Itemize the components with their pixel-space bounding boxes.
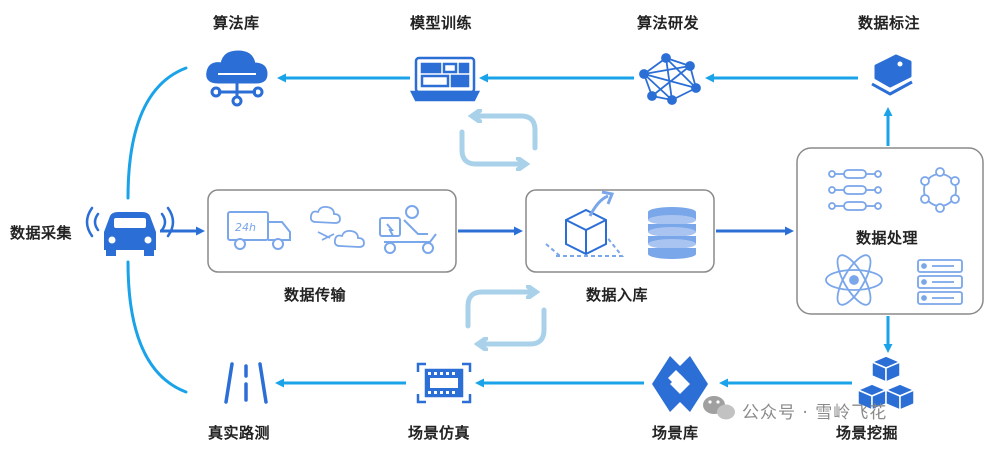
atom-icon [825,254,883,306]
label-data-process: 数据处理 [856,229,919,247]
connected-car-icon [85,206,175,256]
diamond-logo-icon [652,356,708,412]
label-scene-sim: 场景仿真 [408,424,471,442]
label-scene-lib: 场景库 [652,424,699,442]
collect-to-algo-curve [126,66,188,200]
molecule-ring-icon [920,167,960,213]
label-data-label: 数据标注 [858,14,921,32]
dashboard-monitor-icon [409,56,481,102]
process-box [796,147,984,315]
cloud-network-icon [206,50,268,107]
stacked-cubes-icon [856,355,916,412]
cycle-arrows-lower [465,292,547,344]
list-nodes-icon [828,169,882,211]
transfer-box [207,189,457,273]
road-lanes-icon [224,362,268,404]
cycle-arrows-upper [459,116,538,164]
database-stack-icon [648,207,696,259]
network-mesh-icon [639,53,701,105]
label-scene-mining: 场景挖掘 [836,424,899,442]
label-model-train: 模型训练 [410,14,473,32]
server-rack-icon [917,259,963,305]
truck-24h-label: 24h [235,221,256,234]
film-frame-icon [416,362,472,404]
watermark-text: 公众号 · 雪岭飞花 [742,403,888,423]
cube-ingest-icon [545,190,625,257]
collect-to-road-curve [126,260,188,394]
ingest-box [525,189,715,273]
delivery-scooter-icon [379,205,437,254]
label-data-transfer: 数据传输 [284,286,347,304]
cloud-sync-icon [309,205,365,248]
label-algo-dev: 算法研发 [637,14,700,32]
label-data-ingest: 数据入库 [586,286,649,304]
tag-layers-icon [871,54,913,96]
label-algo-lib: 算法库 [213,14,260,32]
truck-icon: 24h [227,211,291,250]
label-road-test: 真实路测 [208,424,271,442]
wechat-logo-icon [703,396,735,420]
label-data-collect: 数据采集 [10,224,73,242]
